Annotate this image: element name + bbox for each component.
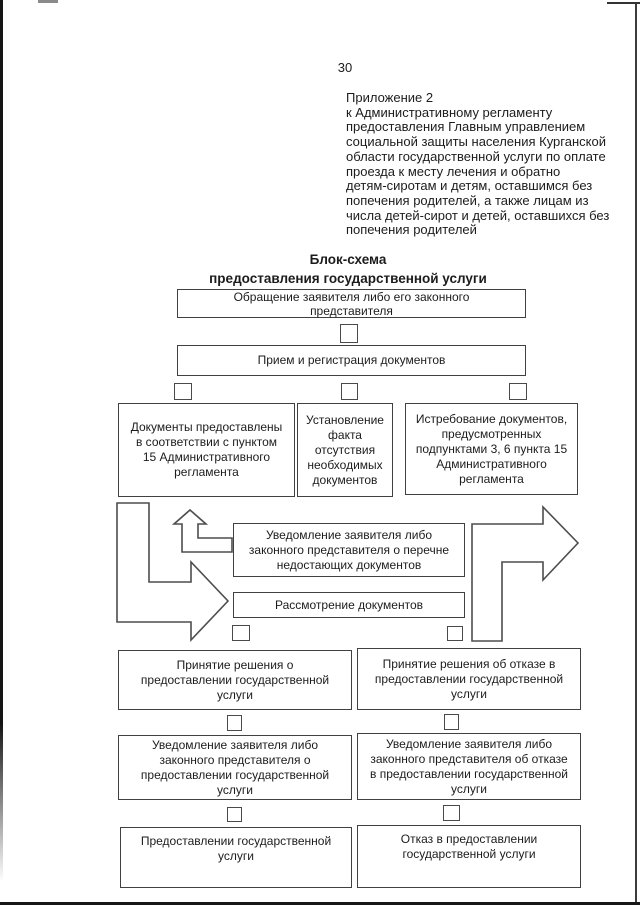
connector-square <box>227 807 242 822</box>
right-exit-arrow-icon <box>471 505 580 642</box>
node-request-docs-box: Истребование документов, предусмотренных… <box>405 403 578 495</box>
node-notify-missing-box: Уведомление заявителя либо законного пре… <box>233 523 465 577</box>
connector-square <box>232 625 250 641</box>
connector-square <box>174 383 192 400</box>
up-return-arrow-icon <box>172 508 233 553</box>
node-review-box: Рассмотрение документов <box>233 592 465 618</box>
page-number: 30 <box>337 60 353 75</box>
connector-square <box>447 626 463 641</box>
node-notify-refuse-box: Уведомление заявителя либо законного пре… <box>357 733 581 800</box>
connector-square <box>444 714 459 730</box>
connector-square <box>509 383 527 400</box>
node-fact-absence-box: Установление факта отсутствия необходимы… <box>297 403 393 497</box>
node-service-granted-box: Предоставлении государственной услуги <box>120 827 352 888</box>
flowchart-title: Блок-схема предоставления государственно… <box>209 252 487 286</box>
node-decision-grant-box: Принятие решения о предоставлении госуда… <box>118 650 352 710</box>
connector-square <box>227 715 242 731</box>
node-docs-provided-box: Документы предоставлены в соответствии с… <box>118 403 295 497</box>
node-reception-box: Прием и регистрация документов <box>177 345 526 376</box>
node-notify-grant-box: Уведомление заявителя либо законного пре… <box>118 735 352 800</box>
down-right-flow-arrow-icon <box>116 502 230 643</box>
scan-right-border <box>635 2 637 903</box>
node-service-refused-box: Отказ в предоставлении государственной у… <box>357 825 581 888</box>
scan-top-right-border <box>607 2 640 4</box>
scan-smudge <box>38 0 58 3</box>
connector-square <box>341 383 358 400</box>
scan-left-border <box>0 0 3 882</box>
connector-square <box>340 324 358 343</box>
appendix-header: Приложение 2 к Административному регламе… <box>346 90 610 238</box>
scan-bottom-border <box>0 902 640 905</box>
connector-square <box>443 805 460 821</box>
node-appeal-box: Обращение заявителя либо его законного п… <box>177 289 526 318</box>
node-decision-refuse-box: Принятие решения об отказе в предоставле… <box>357 648 581 710</box>
